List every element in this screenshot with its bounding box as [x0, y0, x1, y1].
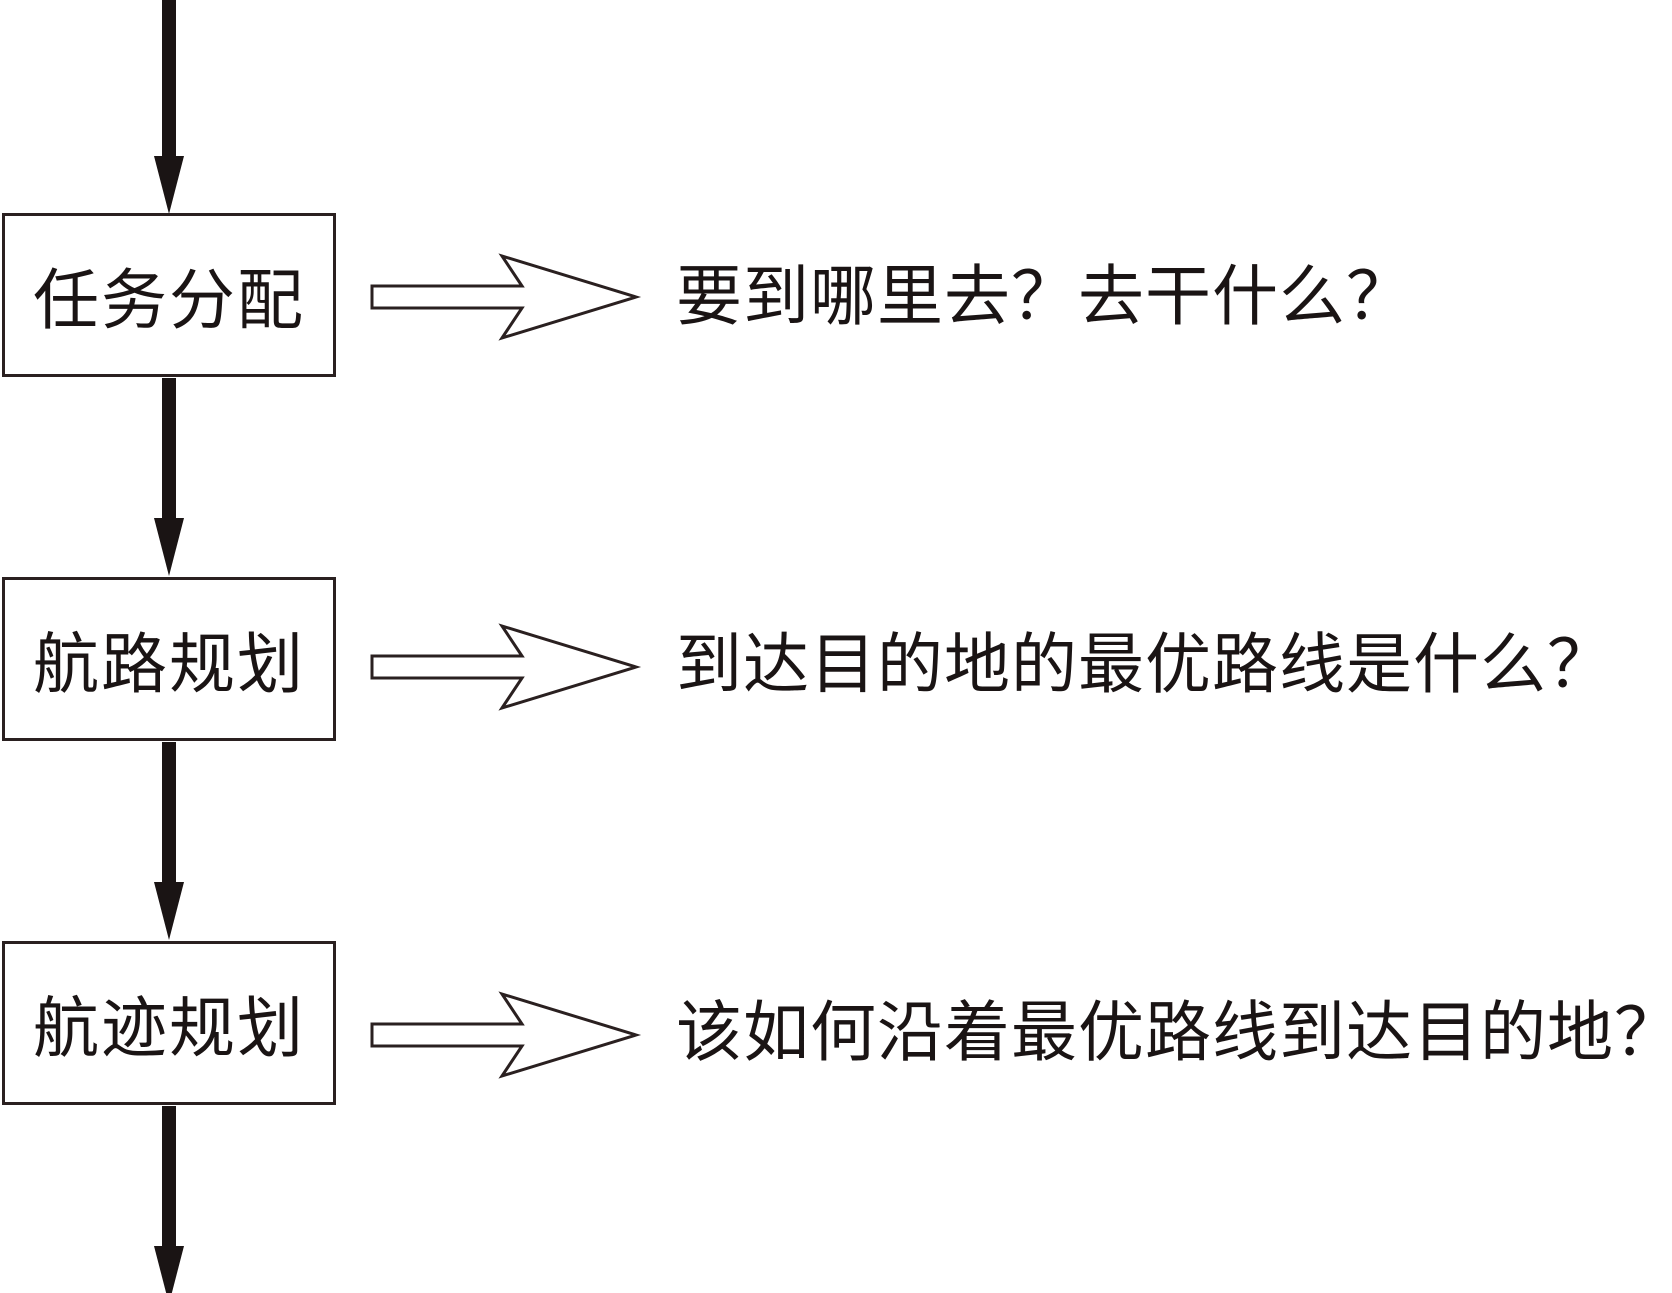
- flow-arrow-2-3: [154, 742, 184, 940]
- flow-arrow-out: [154, 1106, 184, 1293]
- stage-label: 航路规划: [33, 626, 305, 703]
- flow-arrow-in: [154, 0, 184, 214]
- question-trajectory-planning: 该如何沿着最优路线到达目的地？: [676, 994, 1672, 1071]
- flow-arrow-1-2: [154, 378, 184, 576]
- stage-box-task-assignment: 任务分配: [2, 213, 336, 377]
- implies-arrow-1: [370, 253, 642, 341]
- flow-connectors: [154, 0, 184, 1293]
- question-route-planning: 到达目的地的最优路线是什么？: [676, 626, 1614, 703]
- question-task-assignment: 要到哪里去？去干什么？: [676, 258, 1413, 335]
- stage-box-trajectory-planning: 航迹规划: [2, 941, 336, 1105]
- implies-arrows: [370, 253, 642, 1079]
- implies-arrow-3: [370, 991, 642, 1079]
- stage-box-route-planning: 航路规划: [2, 577, 336, 741]
- implies-arrow-2: [370, 623, 642, 711]
- stage-label: 任务分配: [33, 262, 305, 339]
- stage-label: 航迹规划: [33, 990, 305, 1067]
